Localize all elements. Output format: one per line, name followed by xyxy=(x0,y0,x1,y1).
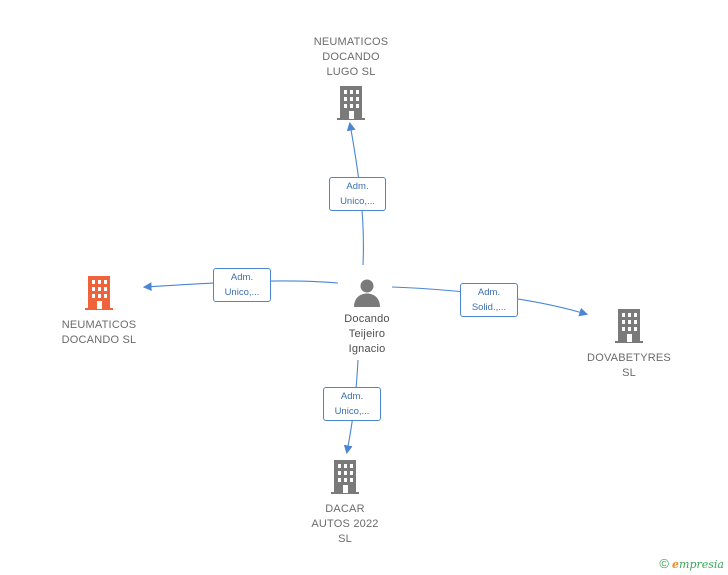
person-icon xyxy=(354,279,380,307)
building-icon xyxy=(337,86,365,120)
edge-label-right[interactable]: Adm. Solid.,... xyxy=(460,283,518,317)
company-name: DOVABETYRES SL xyxy=(587,352,671,379)
company-node-top[interactable]: NEUMATICOS DOCANDO LUGO SL xyxy=(296,35,406,126)
edge-label-top[interactable]: Adm. Unico,... xyxy=(329,177,386,211)
company-name: NEUMATICOS DOCANDO LUGO SL xyxy=(313,36,389,78)
company-node-bottom[interactable]: DACAR AUTOS 2022 SL xyxy=(290,459,400,547)
building-icon xyxy=(331,460,359,494)
company-name: NEUMATICOS DOCANDO SL xyxy=(61,319,137,346)
building-icon xyxy=(615,309,643,343)
company-node-right[interactable]: DOVABETYRES SL xyxy=(574,308,684,381)
edge-label-left[interactable]: Adm. Unico,... xyxy=(213,268,271,302)
footer-brand: © empresia xyxy=(659,556,724,571)
person-node[interactable]: Docando Teijeiro Ignacio xyxy=(322,277,412,357)
person-name: Docando Teijeiro Ignacio xyxy=(344,313,390,355)
building-icon xyxy=(85,276,113,310)
copyright-icon: © xyxy=(659,556,669,571)
edge-label-bottom[interactable]: Adm. Unico,... xyxy=(323,387,381,421)
brand-logo: empresia xyxy=(672,558,724,571)
company-node-left[interactable]: NEUMATICOS DOCANDO SL xyxy=(44,275,154,348)
company-name: DACAR AUTOS 2022 SL xyxy=(311,503,379,545)
